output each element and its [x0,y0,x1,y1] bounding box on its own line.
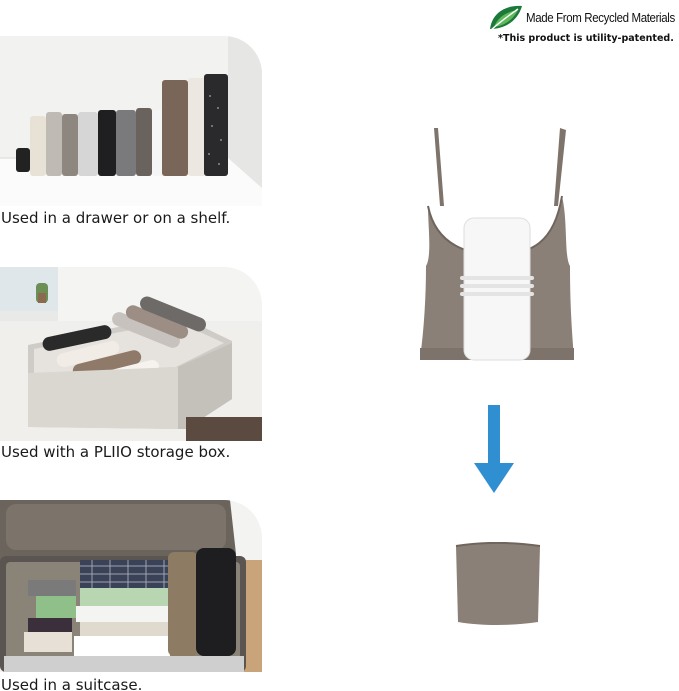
shelf-photo [0,36,262,206]
suitcase-photo [0,500,262,672]
folded-garment [455,542,541,625]
caption-suitcase: Used in a suitcase. [1,676,143,691]
tank-top-with-board [420,128,574,361]
badge-title: Made From Recycled Materials [526,11,675,25]
caption-shelf: Used in a drawer or on a shelf. [1,209,231,227]
storage-box-photo [0,267,262,441]
patent-note: *This product is utility-patented. [498,33,674,44]
caption-storage-box: Used with a PLIIO storage box. [1,443,231,461]
down-arrow-icon [474,405,514,493]
recycled-materials-badge: Made From Recycled Materials *This produ… [488,2,679,46]
recycled-leaf-icon [490,5,522,31]
